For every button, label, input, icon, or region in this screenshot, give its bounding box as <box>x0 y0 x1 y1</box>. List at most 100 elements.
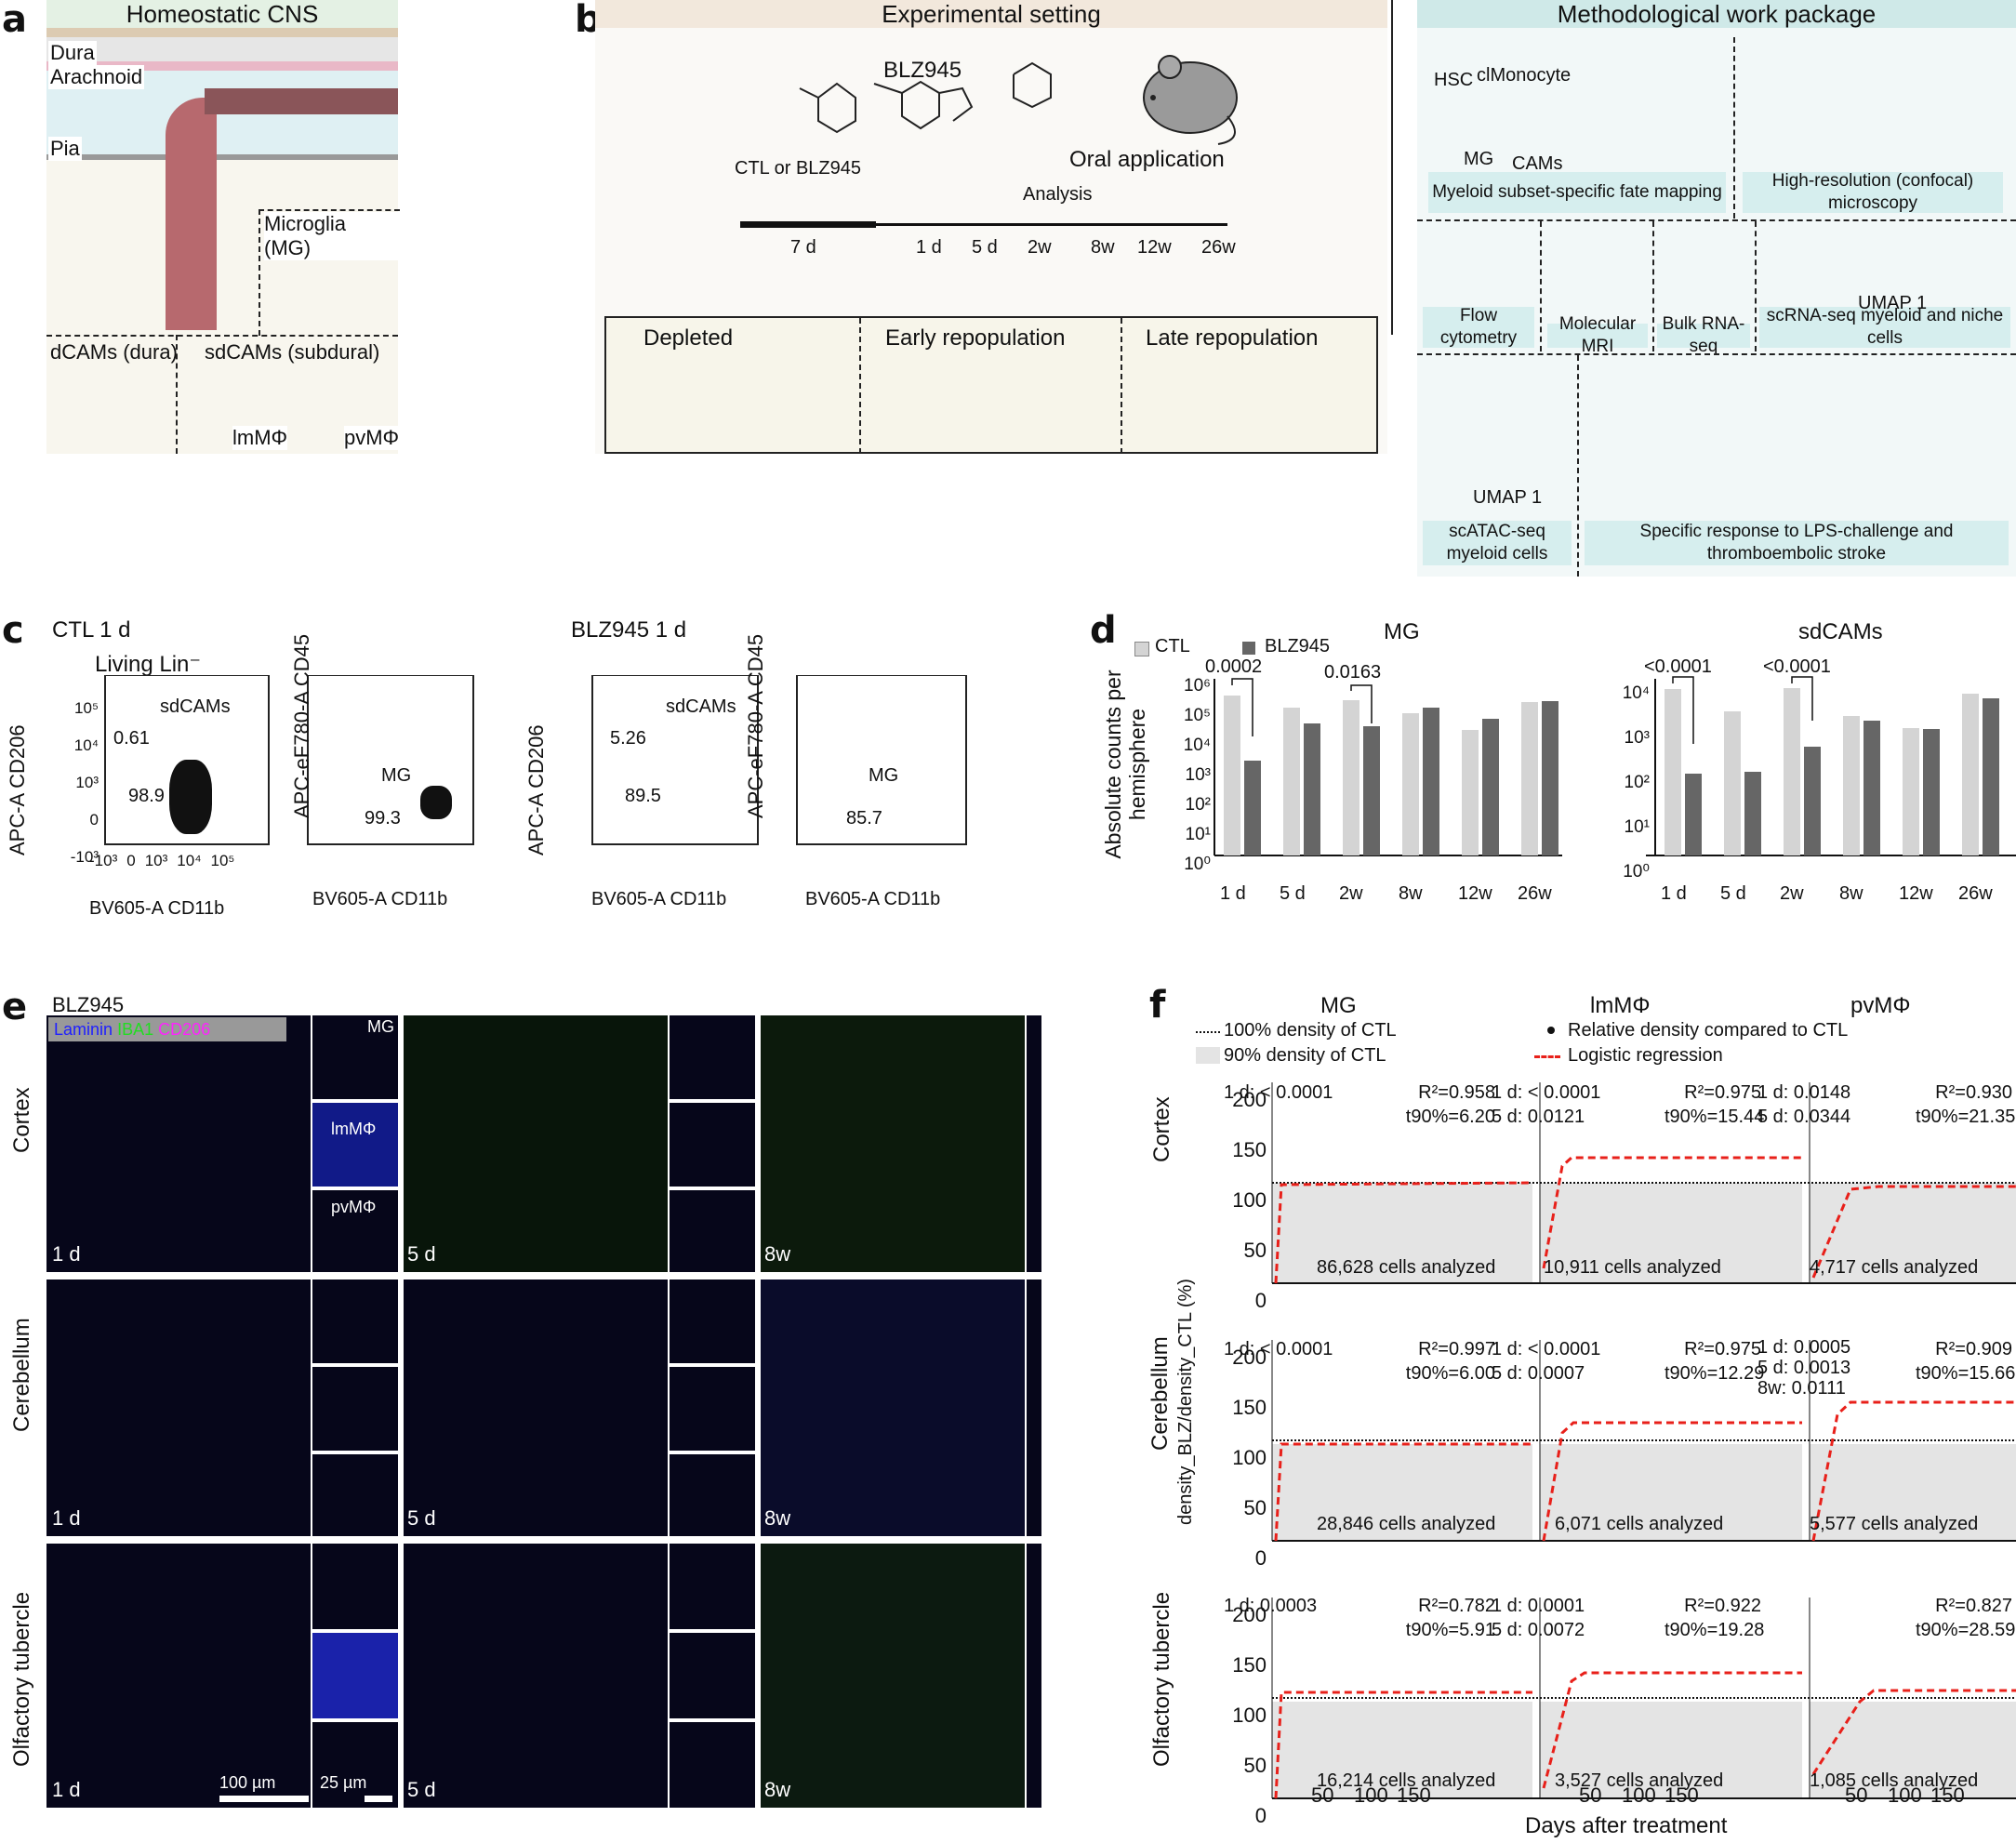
legend-blz: BLZ945 <box>1265 636 1331 656</box>
flow-plot-ctl-cd206: sdCAMs 0.61 98.9 <box>104 675 270 845</box>
f-cortex-pv-cells: 4,717 cells analyzed <box>1810 1257 1979 1278</box>
umap1-label: UMAP 1 <box>1858 293 1928 313</box>
image-olfactory-1d: 1 d 100 µm <box>46 1544 311 1808</box>
cell-mg: MG <box>1464 149 1494 169</box>
treatment-bar <box>740 221 876 228</box>
image-cortex-1d: Laminin IBA1 CD206 1 d <box>46 1015 311 1272</box>
image-cerebellum-1d: 1 d <box>46 1279 311 1536</box>
work-package-title: Methodological work package <box>1417 0 2016 28</box>
row-cortex: Cortex <box>9 1087 34 1153</box>
pv-macrophage-label: pvMΦ <box>344 426 400 450</box>
bar-charts-d <box>1214 676 2016 856</box>
flow-ctl-title: CTL 1 d <box>52 617 131 643</box>
timepoint-26w: 26w <box>1201 237 1236 258</box>
grid-olfactory <box>1271 1598 2016 1799</box>
blz-xlabel-1: BV605-A CD11b <box>591 889 727 909</box>
f-olf-pv-cells: 1,085 cells analyzed <box>1810 1770 1979 1791</box>
f-cereb-mg-cells: 28,846 cells analyzed <box>1317 1514 1496 1534</box>
col-lm: lmMΦ <box>1590 993 1651 1018</box>
f-cereb-pv-cells: 5,577 cells analyzed <box>1810 1514 1979 1534</box>
blz-ylabel-cd206: APC-A CD206 <box>524 724 548 855</box>
blz945-structure-icon <box>799 61 1052 134</box>
image-cerebellum-8w: 8w <box>761 1279 1025 1536</box>
lm-macrophage-label: lmMΦ <box>232 426 288 450</box>
mg-bar-chart <box>1214 678 1562 856</box>
f-xlabel: Days after treatment <box>1525 1813 1728 1838</box>
legend-logistic: Logistic regression <box>1568 1045 1723 1066</box>
col-pv: pvMΦ <box>1850 993 1911 1018</box>
legend-ctl-swatch <box>1134 642 1149 656</box>
f-row-cerebellum: Cerebellum <box>1147 1336 1173 1451</box>
item-fate-mapping: Myeloid subset-specific fate mapping <box>1428 172 1726 213</box>
timepoint-8w: 8w <box>1091 237 1115 258</box>
legend-dotted-line <box>1196 1031 1220 1033</box>
legend-dashed <box>1534 1055 1560 1058</box>
legend-dot <box>1547 1027 1555 1034</box>
compound-name: BLZ945 <box>883 58 962 83</box>
flow-plot-blz-cd45: MG 85.7 <box>796 675 967 845</box>
flow-plot-ctl-cd45: MG 99.3 <box>307 675 474 845</box>
gate-parent: Living Lin⁻ <box>95 652 202 677</box>
layer-arachnoid: Arachnoid <box>48 65 145 89</box>
f-cereb-lm-cells: 6,071 cells analyzed <box>1555 1514 1724 1534</box>
scale-100um: 100 µm <box>219 1773 276 1792</box>
pvalue-sd-2w: <0.0001 <box>1763 656 1831 677</box>
cell-hsc: HSC <box>1434 70 1474 90</box>
ctl-ylabel-cd206: APC-A CD206 <box>6 724 29 855</box>
work-package: Methodological work package HSC clMonocy… <box>1417 0 2016 577</box>
panel-b-title: Experimental setting <box>595 0 1387 28</box>
image-cortex-5d: 5 d <box>404 1015 668 1272</box>
cell-monocyte: clMonocyte <box>1477 65 1572 86</box>
legend-ctl: CTL <box>1155 636 1190 656</box>
grid-cerebellum <box>1271 1340 2016 1542</box>
panel-label-a: a <box>2 0 27 41</box>
f-ylabel: density_BLZ/density_CTL (%) <box>1175 1279 1196 1525</box>
phase-panel: Depleted Early repopulation Late repopul… <box>604 316 1378 454</box>
sdcams-bar-chart <box>1646 676 2016 856</box>
phase-late: Late repopulation <box>1146 325 1319 351</box>
legend-100: 100% density of CTL <box>1224 1020 1397 1041</box>
f-cortex-lm-cells: 10,911 cells analyzed <box>1544 1257 1721 1278</box>
layer-pia: Pia <box>48 137 82 161</box>
item-scrna: scRNA-seq myeloid and niche cells <box>1759 306 2010 348</box>
flow-blz-title: BLZ945 1 d <box>571 617 687 643</box>
treatment-label: CTL or BLZ945 <box>735 158 861 179</box>
microscopy-title: BLZ945 <box>52 993 125 1016</box>
chart-title-sdcams: sdCAMs <box>1798 619 1883 644</box>
inset-sdcams-label: sdCAMs (subdural) <box>205 340 380 364</box>
pvalue-mg-1d: 0.0002 <box>1205 656 1263 677</box>
ctl-xlabel-2: BV605-A CD11b <box>312 889 448 909</box>
panel-label-d: d <box>1090 609 1117 652</box>
duration-label: 7 d <box>790 237 816 258</box>
item-mri: Molecular MRI <box>1547 314 1648 356</box>
density-plots-f <box>1271 1082 2016 1799</box>
f-cortex-mg-stats: 1 d: < 0.0001 <box>1224 1082 1333 1103</box>
legend-blz-swatch <box>1242 642 1255 655</box>
chart-ylabel-counts: Absolute counts per hemisphere <box>1101 670 1149 859</box>
scale-25um: 25 µm <box>320 1773 367 1792</box>
blz-xlabel-2: BV605-A CD11b <box>805 889 941 909</box>
blz-ylabel-cd45: APC-eF780-A CD45 <box>744 633 767 818</box>
item-flow: Flow cytometry <box>1423 306 1534 348</box>
image-olfactory-8w: 8w <box>761 1544 1025 1808</box>
